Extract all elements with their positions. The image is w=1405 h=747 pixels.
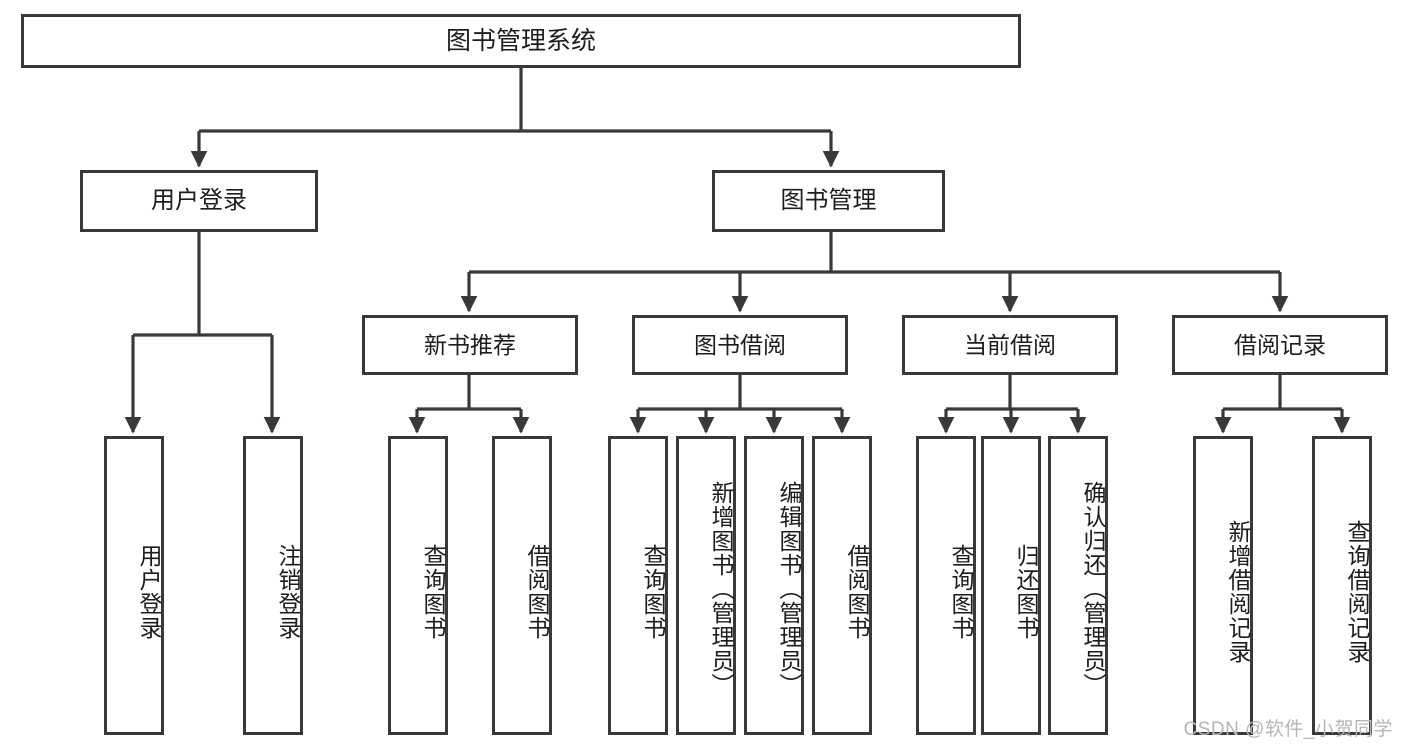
node-label: 图书管理系统	[445, 26, 596, 55]
leaf-bb-edit-book-admin[interactable]: 编辑图书（管理员）	[744, 436, 804, 735]
node-label: 借阅图书	[844, 543, 870, 640]
node-label: 查询图书	[640, 543, 666, 640]
node-label: 查询图书	[420, 543, 446, 640]
node-label: 当前借阅	[964, 331, 1056, 358]
leaf-br-add-record[interactable]: 新增借阅记录	[1193, 436, 1253, 735]
node-root-system[interactable]: 图书管理系统	[21, 14, 1021, 68]
node-book-management[interactable]: 图书管理	[712, 170, 945, 232]
node-label: 新书推荐	[424, 331, 516, 358]
node-label: 新增图书（管理员）	[708, 480, 734, 697]
leaf-cb-query-book[interactable]: 查询图书	[916, 436, 976, 735]
leaf-bb-add-book-admin[interactable]: 新增图书（管理员）	[676, 436, 736, 735]
node-borrow-record[interactable]: 借阅记录	[1172, 315, 1388, 375]
node-label: 查询借阅记录	[1344, 519, 1370, 664]
leaf-nb-query-book[interactable]: 查询图书	[388, 436, 448, 735]
leaf-nb-borrow-book[interactable]: 借阅图书	[492, 436, 552, 735]
node-label: 编辑图书（管理员）	[776, 480, 802, 697]
node-user-login[interactable]: 用户登录	[80, 170, 318, 232]
node-label: 图书借阅	[694, 331, 786, 358]
node-label: 用户登录	[151, 187, 247, 215]
leaf-cb-confirm-return-admin[interactable]: 确认归还（管理员）	[1048, 436, 1108, 735]
node-label: 图书管理	[780, 187, 877, 215]
leaf-br-query-record[interactable]: 查询借阅记录	[1312, 436, 1372, 735]
leaf-user-login[interactable]: 用户登录	[104, 436, 164, 735]
node-label: 借阅记录	[1234, 331, 1326, 358]
node-label: 注销登录	[275, 543, 301, 640]
node-label: 新增借阅记录	[1225, 519, 1251, 664]
leaf-logout[interactable]: 注销登录	[243, 436, 303, 735]
leaf-bb-borrow-book[interactable]: 借阅图书	[812, 436, 872, 735]
node-current-borrow[interactable]: 当前借阅	[902, 315, 1118, 375]
node-label: 用户登录	[136, 543, 162, 640]
leaf-cb-return-book[interactable]: 归还图书	[981, 436, 1041, 735]
node-label: 归还图书	[1013, 543, 1039, 640]
node-label: 查询图书	[948, 543, 974, 640]
node-new-book-recommend[interactable]: 新书推荐	[362, 315, 578, 375]
node-label: 借阅图书	[524, 543, 550, 640]
node-book-borrow[interactable]: 图书借阅	[632, 315, 848, 375]
csdn-watermark: CSDN @软件_小贺同学	[1183, 719, 1393, 740]
node-label: 确认归还（管理员）	[1080, 480, 1106, 697]
leaf-bb-query-book[interactable]: 查询图书	[608, 436, 668, 735]
